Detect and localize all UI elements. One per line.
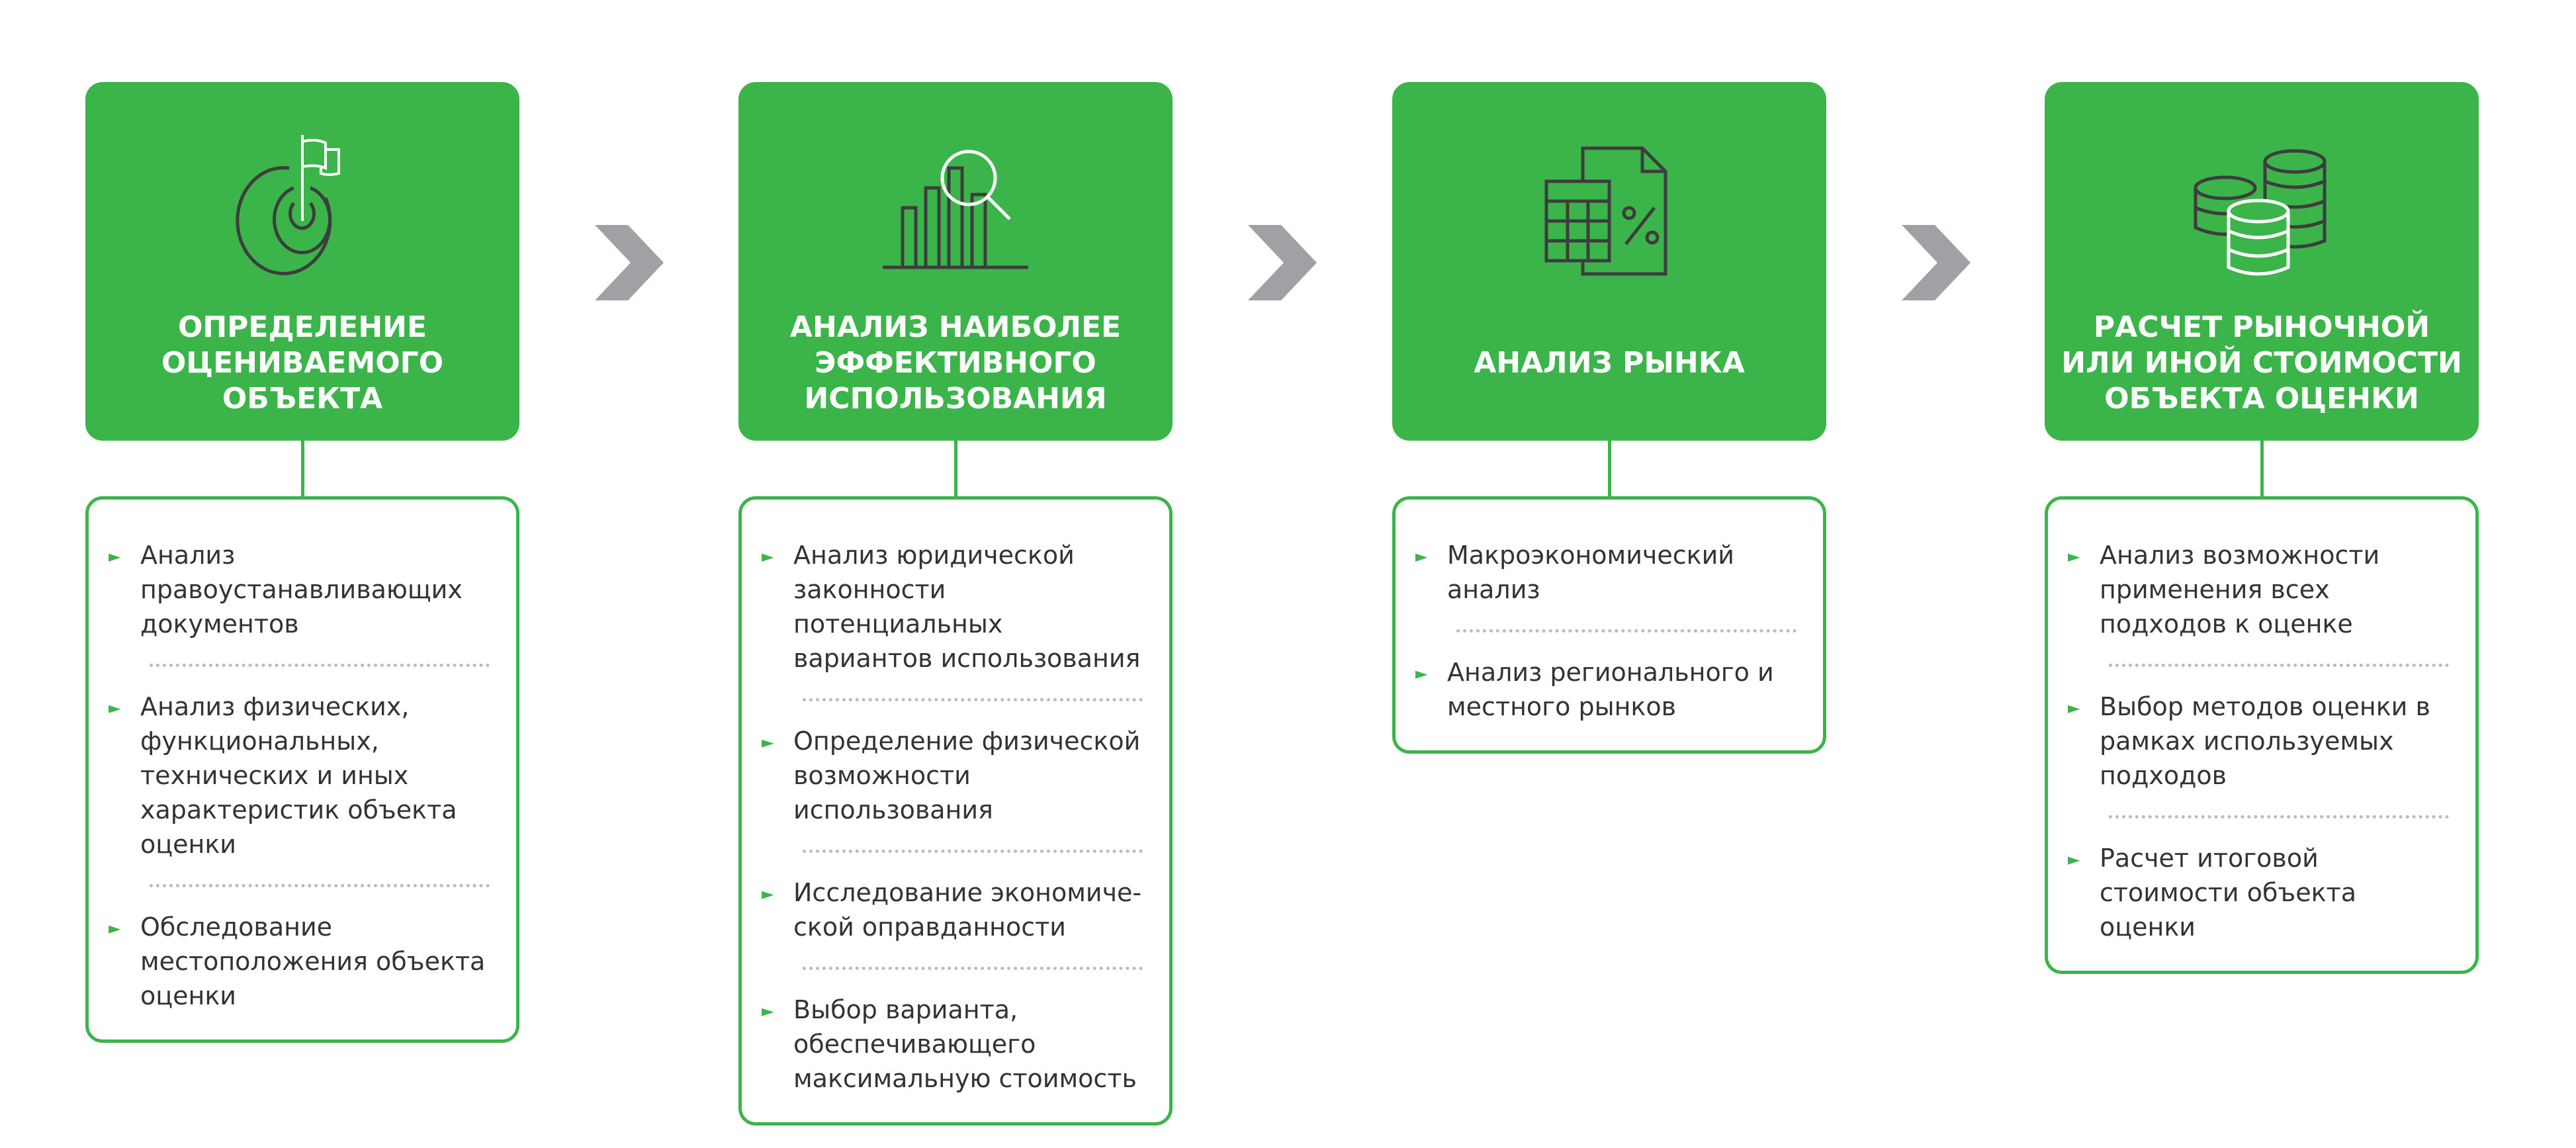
dotted-divider xyxy=(150,884,490,887)
step-column: РАСЧЕТ РЫНОЧНОЙ ИЛИ ИНОЙ СТОИМОСТИ ОБЪЕК… xyxy=(2045,82,2479,974)
list-item: ► Обследование местоположения объекта оце… xyxy=(109,910,490,1013)
list-item-text: Анализ правоустанавливающих документов xyxy=(140,541,463,639)
bullet-triangle-icon: ► xyxy=(762,885,774,903)
bullet-triangle-icon: ► xyxy=(762,733,774,752)
list-item: ► Анализ правоустанавливающих документов xyxy=(109,538,490,641)
list-item: ► Анализ юридической законности потенциал… xyxy=(762,538,1143,676)
list-item-text: Исследование экономиче-ской оправданност… xyxy=(793,878,1142,942)
chevron-right-icon xyxy=(1902,225,1971,300)
chevron-right-icon xyxy=(595,225,664,300)
list-item-text: Расчет итоговой стоимости объекта оценки xyxy=(2100,844,2356,942)
connector-line xyxy=(301,441,304,496)
step-header: АНАЛИЗ РЫНКА xyxy=(1392,82,1826,441)
bullet-triangle-icon: ► xyxy=(762,1002,774,1020)
dotted-divider xyxy=(803,698,1143,701)
list-item: ► Макроэкономический анализ xyxy=(1415,538,1797,607)
bullet-triangle-icon: ► xyxy=(2068,547,2080,566)
dotted-divider xyxy=(803,967,1143,970)
bullet-triangle-icon: ► xyxy=(2068,850,2080,869)
list-item: ► Определение физической возможности испо… xyxy=(762,724,1143,827)
connector-line xyxy=(954,441,957,496)
step-details: ► Анализ возможности применения всех подх… xyxy=(2045,496,2479,974)
list-item: ► Анализ физических, функциональных, техн… xyxy=(109,689,490,861)
calculator-document-icon xyxy=(1523,135,1695,287)
list-item-text: Обследование местоположения объекта оцен… xyxy=(140,912,486,1010)
chevron-right-icon xyxy=(1248,225,1317,300)
step-header: РАСЧЕТ РЫНОЧНОЙ ИЛИ ИНОЙ СТОИМОСТИ ОБЪЕК… xyxy=(2045,82,2479,441)
target-flag-icon xyxy=(216,135,388,287)
bullet-triangle-icon: ► xyxy=(109,699,121,717)
connector-line xyxy=(2260,441,2264,496)
list-item: ► Выбор варианта, обеспечивающего максима… xyxy=(762,993,1143,1096)
step-column: АНАЛИЗ РЫНКА ►Макроэкономический анализ►… xyxy=(1392,82,1826,754)
bullet-triangle-icon: ► xyxy=(1415,664,1428,683)
list-item: ► Выбор методов оценки в рамках используе… xyxy=(2068,689,2449,793)
step-column: АНАЛИЗ НАИБОЛЕЕ ЭФФЕКТИВНОГО ИСПОЛЬЗОВАН… xyxy=(738,82,1173,1126)
list-item-text: Выбор методов оценки в рамках используем… xyxy=(2100,692,2430,790)
bullet-triangle-icon: ► xyxy=(762,547,774,566)
list-item-text: Выбор варианта, обеспечивающего максимал… xyxy=(793,995,1137,1093)
step-details: ► Анализ юридической законности потенциал… xyxy=(738,496,1173,1126)
step-column: ОПРЕДЕЛЕНИЕ ОЦЕНИВАЕМОГО ОБЪЕКТА ► Анализ… xyxy=(85,82,519,1043)
dotted-divider xyxy=(150,664,490,667)
step-title: АНАЛИЗ РЫНКА xyxy=(1474,346,1745,380)
list-item: ► Исследование экономиче-ской оправданнос… xyxy=(762,875,1143,944)
list-item-text: Определение физической возможности испол… xyxy=(793,727,1141,824)
dotted-divider xyxy=(2109,815,2449,818)
list-item: ► Анализ регионального и местного рынков xyxy=(1415,655,1797,724)
list-item: ► Анализ возможности применения всех подх… xyxy=(2068,538,2449,641)
step-title: АНАЛИЗ НАИБОЛЕЕ ЭФФЕКТИВНОГО ИСПОЛЬЗОВАН… xyxy=(789,310,1122,416)
dotted-divider xyxy=(803,850,1143,853)
step-details: ► Макроэкономический анализ ► Анализ регион… xyxy=(1392,496,1826,754)
step-title: ОПРЕДЕЛЕНИЕ ОЦЕНИВАЕМОГО ОБЪЕКТА xyxy=(161,310,444,416)
chart-magnifier-icon xyxy=(869,135,1042,287)
step-title: РАСЧЕТ РЫНОЧНОЙ ИЛИ ИНОЙ СТОИМОСТИ ОБЪЕК… xyxy=(2061,310,2462,416)
list-item: ► Расчет итоговой стоимости объекта оценк… xyxy=(2068,841,2449,944)
list-item-text: Анализ юридической законности потенциаль… xyxy=(793,541,1141,673)
list-item-text: Анализ физических, функциональных, техни… xyxy=(140,692,457,859)
connector-line xyxy=(1608,441,1611,496)
step-details: ►Анализ правоустанавливающих документов►… xyxy=(85,496,519,1043)
dotted-divider xyxy=(2109,664,2449,667)
list-item-text: Анализ возможности применения всех подхо… xyxy=(2100,541,2380,639)
coins-stack-icon xyxy=(2176,135,2348,287)
list-item-text: Макроэкономический анализ xyxy=(1447,541,1734,604)
bullet-triangle-icon: ► xyxy=(109,547,121,566)
bullet-triangle-icon: ► xyxy=(109,919,121,938)
step-header: АНАЛИЗ НАИБОЛЕЕ ЭФФЕКТИВНОГО ИСПОЛЬЗОВАН… xyxy=(738,82,1173,441)
bullet-triangle-icon: ► xyxy=(2068,699,2080,717)
dotted-divider xyxy=(1456,629,1797,633)
step-header: ОПРЕДЕЛЕНИЕ ОЦЕНИВАЕМОГО ОБЪЕКТА xyxy=(85,82,519,441)
bullet-triangle-icon: ► xyxy=(1415,547,1428,566)
list-item-text: Анализ регионального и местного рынков xyxy=(1447,658,1774,721)
